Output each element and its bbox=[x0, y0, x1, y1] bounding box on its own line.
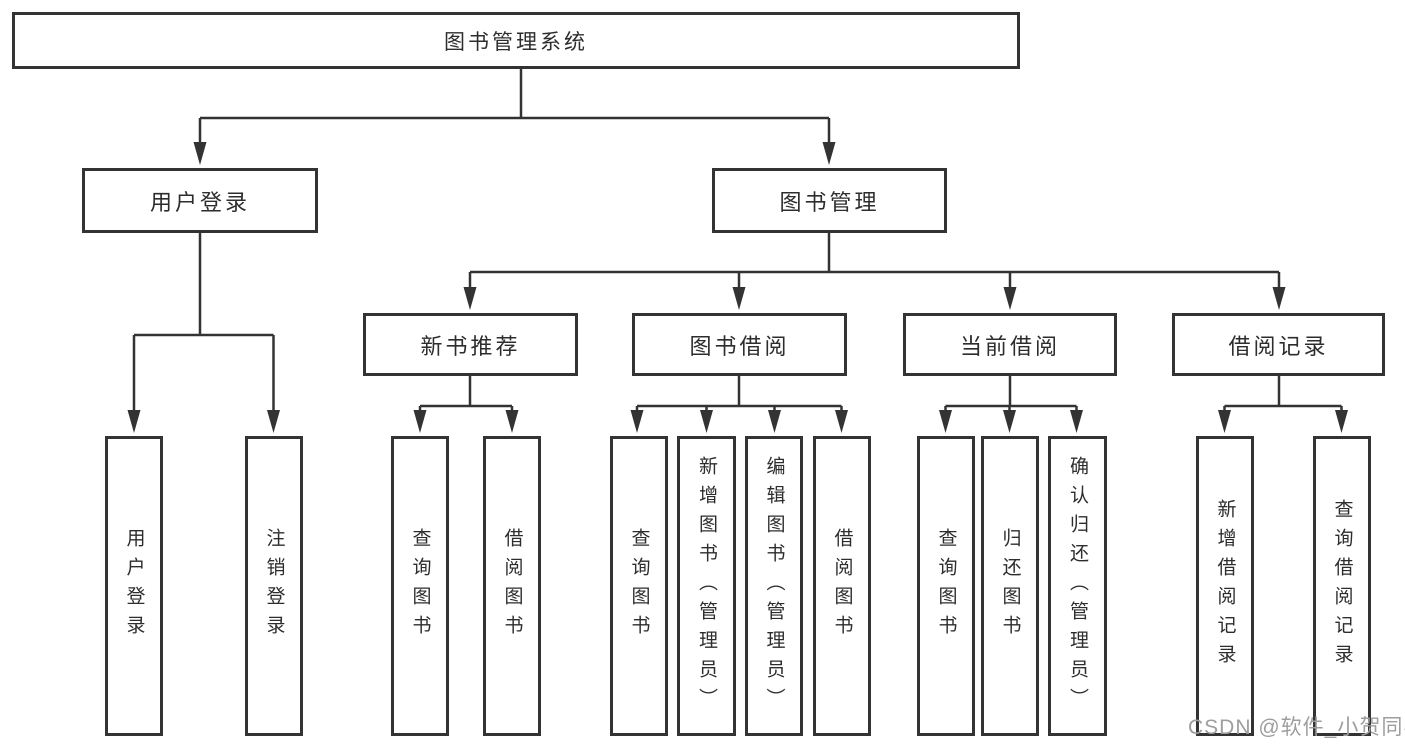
leaf-query-books-borrowing-label: 查询图书 bbox=[628, 528, 650, 644]
leaf-query-books-current: 查询图书 bbox=[917, 436, 975, 736]
node-book-management: 图书管理 bbox=[712, 168, 947, 233]
leaf-edit-books-admin-label: 编辑图书（管理员） bbox=[763, 455, 785, 717]
leaf-borrow-books-borrowing-label: 借阅图书 bbox=[831, 528, 853, 644]
node-library-system: 图书管理系统 bbox=[12, 12, 1020, 69]
leaf-query-books-current-label: 查询图书 bbox=[935, 528, 957, 644]
node-new-book-recommendation-label: 新书推荐 bbox=[420, 333, 521, 359]
leaf-logout: 注销登录 bbox=[245, 436, 303, 736]
leaf-confirm-return-admin: 确认归还（管理员） bbox=[1048, 436, 1107, 736]
leaf-borrow-books-recommend: 借阅图书 bbox=[483, 436, 541, 736]
node-book-borrowing-label: 图书借阅 bbox=[689, 333, 790, 359]
leaf-add-borrow-record-label: 新增借阅记录 bbox=[1214, 499, 1236, 673]
leaf-logout-label: 注销登录 bbox=[263, 528, 285, 644]
leaf-add-books-admin: 新增图书（管理员） bbox=[677, 436, 736, 736]
node-current-borrowing-label: 当前借阅 bbox=[959, 333, 1060, 359]
watermark: CSDN @软件_小贺同学 bbox=[1188, 716, 1405, 739]
leaf-add-borrow-record: 新增借阅记录 bbox=[1196, 436, 1254, 736]
node-book-management-label: 图书管理 bbox=[779, 189, 880, 215]
node-new-book-recommendation: 新书推荐 bbox=[363, 313, 578, 376]
node-current-borrowing: 当前借阅 bbox=[903, 313, 1117, 376]
node-borrowing-records-label: 借阅记录 bbox=[1228, 333, 1329, 359]
node-book-borrowing: 图书借阅 bbox=[632, 313, 847, 376]
node-borrowing-records: 借阅记录 bbox=[1172, 313, 1385, 376]
leaf-edit-books-admin: 编辑图书（管理员） bbox=[745, 436, 803, 736]
leaf-confirm-return-admin-label: 确认归还（管理员） bbox=[1067, 455, 1088, 717]
leaf-add-books-admin-label: 新增图书（管理员） bbox=[696, 455, 717, 717]
leaf-user-login-label: 用户登录 bbox=[123, 528, 145, 644]
leaf-query-books-borrowing: 查询图书 bbox=[610, 436, 668, 736]
node-user-login: 用户登录 bbox=[82, 168, 318, 233]
leaf-query-books-recommend: 查询图书 bbox=[391, 436, 449, 736]
leaf-return-books-label: 归还图书 bbox=[999, 528, 1021, 644]
leaf-query-borrow-record: 查询借阅记录 bbox=[1313, 436, 1371, 736]
leaf-user-login: 用户登录 bbox=[105, 436, 163, 736]
node-user-login-label: 用户登录 bbox=[149, 189, 250, 215]
leaf-return-books: 归还图书 bbox=[981, 436, 1039, 736]
leaf-query-books-recommend-label: 查询图书 bbox=[409, 528, 431, 644]
leaf-borrow-books-recommend-label: 借阅图书 bbox=[501, 528, 523, 644]
leaf-query-borrow-record-label: 查询借阅记录 bbox=[1331, 499, 1353, 673]
node-library-system-label: 图书管理系统 bbox=[444, 30, 588, 54]
leaf-borrow-books-borrowing: 借阅图书 bbox=[813, 436, 871, 736]
